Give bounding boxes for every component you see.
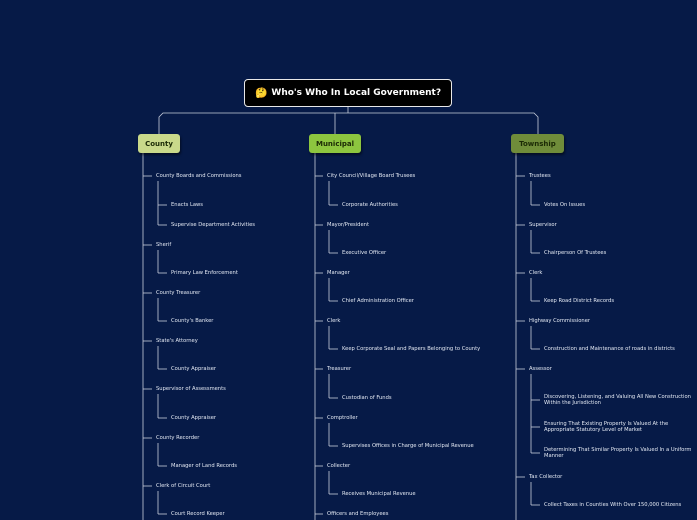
root-topic[interactable]: 🤔 Who's Who In Local Government?: [244, 79, 452, 107]
topic-0-0[interactable]: County Boards and Commissions: [156, 173, 242, 179]
topic-1-4[interactable]: Treasurer: [327, 366, 352, 372]
topic-2-3[interactable]: Highway Commissioner: [529, 318, 591, 324]
topic-1-2[interactable]: Manager: [327, 270, 350, 276]
subtopic-0-6-0[interactable]: Court Record Keeper: [171, 511, 225, 517]
topic-1-5[interactable]: Comptroller: [327, 415, 358, 421]
subtopic-1-6-0[interactable]: Receives Municipal Revenue: [342, 491, 416, 497]
branch-municipal[interactable]: Municipal: [309, 134, 361, 153]
subtopic-0-1-0[interactable]: Primary Law Enforcement: [171, 270, 238, 276]
subtopic-2-3-0[interactable]: Construction and Maintenance of roads in…: [544, 346, 675, 352]
subtopic-0-3-0[interactable]: County Appraiser: [171, 366, 217, 372]
subtopic-0-4-0[interactable]: County Appraiser: [171, 415, 217, 421]
topic-1-0[interactable]: City Council/Village Board Trusees: [327, 173, 416, 179]
topic-0-2[interactable]: County Treasurer: [156, 290, 201, 296]
topic-2-1[interactable]: Supervisor: [529, 222, 557, 228]
topic-2-5[interactable]: Tax Collector: [529, 474, 563, 480]
subtopic-2-4-0[interactable]: Discovering, Listening, and Valuing All …: [544, 394, 691, 406]
subtopic-2-4-1[interactable]: Ensuring That Existing Property Is Value…: [544, 421, 669, 433]
subtopic-1-4-0[interactable]: Custodian of Funds: [342, 395, 392, 401]
subtopic-0-0-1[interactable]: Supervise Department Activities: [171, 222, 255, 228]
branch-bus: [158, 112, 539, 134]
subtopic-2-4-2[interactable]: Determining That Similar Property Is Val…: [544, 447, 692, 459]
topic-1-7[interactable]: Officers and Employees: [327, 511, 389, 517]
branch-county[interactable]: County: [138, 134, 180, 153]
subtopic-0-0-0[interactable]: Enacts Laws: [171, 202, 203, 208]
topic-2-4[interactable]: Assessor: [529, 366, 552, 372]
subtopic-0-5-0[interactable]: Manager of Land Records: [171, 463, 237, 469]
topic-0-5[interactable]: County Recorder: [156, 435, 200, 441]
subtopic-2-1-0[interactable]: Chairperson Of Trustees: [544, 250, 607, 256]
subtopic-2-5-0[interactable]: Collect Taxes in Counties With Over 150,…: [544, 502, 682, 508]
topic-0-6[interactable]: Clerk of Circuit Court: [156, 483, 211, 489]
root-title: Who's Who In Local Government?: [271, 88, 442, 98]
thinking-face-icon: 🤔: [254, 87, 268, 99]
topic-1-3[interactable]: Clerk: [327, 318, 341, 324]
topic-1-1[interactable]: Mayor/President: [327, 222, 369, 228]
topic-1-6[interactable]: Collecter: [327, 463, 351, 469]
subtopic-1-5-0[interactable]: Supervises Offices in Charge of Municipa…: [342, 443, 474, 449]
subtopic-1-2-0[interactable]: Chief Administration Officer: [342, 298, 414, 304]
branch-township[interactable]: Township: [511, 134, 564, 153]
subtopic-1-0-0[interactable]: Corporate Authorities: [342, 202, 398, 208]
subtopic-1-1-0[interactable]: Executive Officer: [342, 250, 387, 256]
subtopic-2-0-0[interactable]: Votes On Issues: [544, 202, 586, 208]
topic-0-4[interactable]: Supervisor of Assessments: [156, 386, 226, 392]
topic-2-2[interactable]: Clerk: [529, 270, 543, 276]
topic-0-3[interactable]: State's Attorney: [156, 338, 198, 344]
subtopic-1-3-0[interactable]: Keep Corporate Seal and Papers Belonging…: [342, 346, 481, 352]
subtopic-2-2-0[interactable]: Keep Road District Records: [544, 298, 615, 304]
topic-2-0[interactable]: Trustees: [529, 173, 551, 179]
subtopic-0-2-0[interactable]: County's Banker: [171, 318, 214, 324]
topic-0-1[interactable]: Sherif: [156, 242, 172, 248]
